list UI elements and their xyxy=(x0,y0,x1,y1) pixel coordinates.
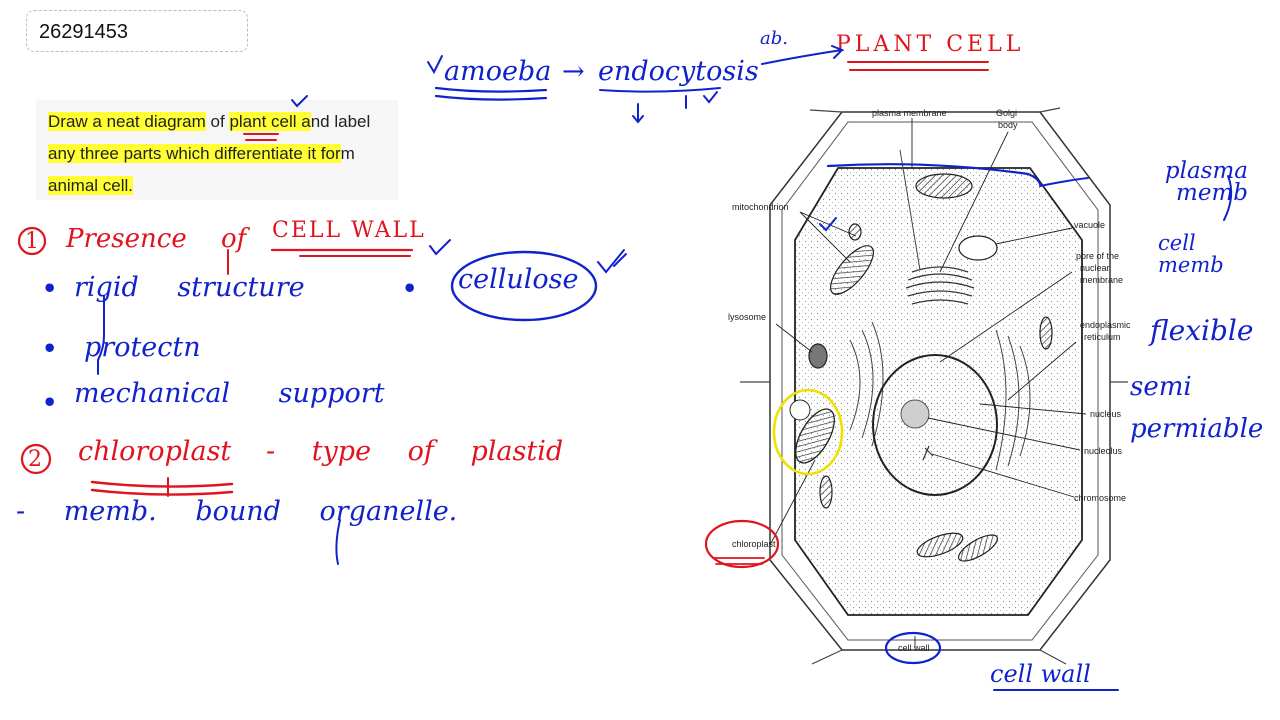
question-id: 26291453 xyxy=(26,10,248,52)
note-cell-memb: cell memb xyxy=(1158,231,1224,277)
label-pore-2: nuclear xyxy=(1080,263,1110,273)
chloroplast-vesicle xyxy=(789,399,811,421)
note-point1-text: Presence of xyxy=(66,224,247,254)
note-arrow: → xyxy=(562,56,585,87)
label-mitochondrion: mitochondrion xyxy=(732,202,789,212)
note-bottom-cellwall: cell wall xyxy=(990,660,1091,688)
question-text: Draw a neat diagram of plant cell and la… xyxy=(36,100,398,200)
note-rigid: rigid structure xyxy=(74,272,305,303)
nucleolus xyxy=(900,399,930,429)
note-bullet-3: • xyxy=(42,334,58,363)
label-cell-wall: cell wall xyxy=(898,643,930,653)
note-endocytosis: endocytosis xyxy=(598,56,759,87)
chromosome xyxy=(922,445,934,461)
note-bullet-1: • xyxy=(42,274,58,303)
label-chloroplast: chloroplast xyxy=(732,539,776,549)
chloroplast xyxy=(795,408,835,464)
lysosome xyxy=(808,343,828,369)
note-memb-bound: - memb. bound organelle. xyxy=(16,496,458,527)
note-semi-permiable: semi permiable xyxy=(1130,372,1264,444)
note-bullet-2: • xyxy=(402,274,418,303)
note-amoeba: amoeba xyxy=(444,56,552,87)
label-pore-1: pore of the xyxy=(1076,251,1119,261)
note-flexible: flexible xyxy=(1150,314,1254,347)
note-mechanical: mechanical support xyxy=(74,378,385,409)
note-plant-cell-title: PLANT CELL xyxy=(836,32,1025,57)
note-point1-num: 1 xyxy=(25,229,39,254)
label-pore-3: membrane xyxy=(1080,275,1123,285)
note-cellulose: cellulose xyxy=(458,264,579,295)
note-point1-cellwall: CELL WALL xyxy=(272,218,426,243)
label-lysosome: lysosome xyxy=(728,312,766,322)
note-bullet-4: • xyxy=(42,388,58,417)
label-golgi-1: Golgi xyxy=(996,108,1017,118)
label-nucleus: nucleus xyxy=(1090,409,1122,419)
golgi-body xyxy=(905,266,975,305)
label-er-1: endoplasmic xyxy=(1080,320,1131,330)
note-point2-num: 2 xyxy=(28,447,42,472)
label-er-2: reticulum xyxy=(1084,332,1121,342)
label-plasma-membrane: plasma membrane xyxy=(872,108,947,118)
cell-wall-inner xyxy=(781,121,1099,641)
note-ab: ab. xyxy=(760,28,788,49)
mitochondria xyxy=(819,173,1053,562)
label-golgi-2: body xyxy=(998,120,1018,130)
question-part: Draw a neat diagram of plant cell and la… xyxy=(48,112,371,195)
label-nucleolus: nucleolus xyxy=(1084,446,1123,456)
label-vacuole: vacuole xyxy=(1074,220,1105,230)
note-chloroplast: chloroplast xyxy=(78,436,232,467)
vacuole xyxy=(958,235,998,261)
note-plastid: - type of plastid xyxy=(266,436,564,467)
label-chromosome: chromosome xyxy=(1074,493,1126,503)
nucleus xyxy=(872,354,998,496)
